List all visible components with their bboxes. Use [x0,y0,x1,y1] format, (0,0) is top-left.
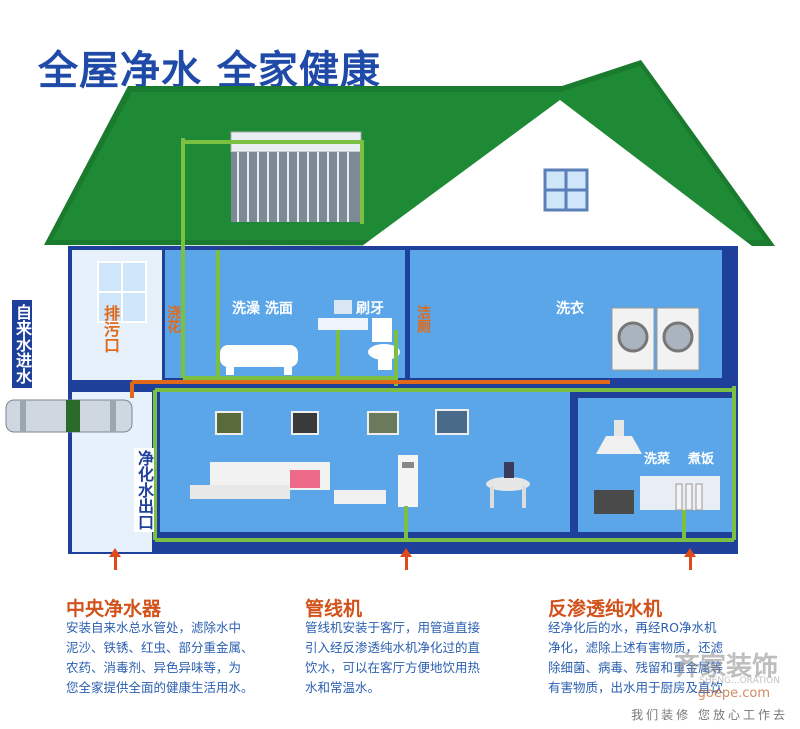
section-title-pipeline: 管线机 [305,598,363,620]
bath-face-label: 洗澡 洗面 [232,301,293,317]
section-line: 管线机安装于客厅，用管道直接 [305,620,481,635]
section-line: 农药、消毒剂、异色异味等，为 [66,660,242,675]
bathtub-icon [220,345,298,375]
section-line: 水和常温水。 [305,680,381,695]
section-line: 安装自来水总水管处，滤除水中 [66,620,242,635]
section-line: 经净化后的水，再经RO净水机 [548,620,717,635]
toilet-icon [368,318,400,370]
section-line: 净化，滤除上述有害物质，还滤 [548,640,724,655]
window-icon [543,168,589,212]
wall-picture [367,411,399,435]
laundry-label: 洗衣 [556,301,584,317]
section-body-ro: 经净化后的水，再经RO净水机 净化，滤除上述有害物质，还滤 除细菌、病毒、残留和… [548,618,723,698]
washing-machine-icon [611,307,700,371]
tap-water-in-label: 自来水进水 [12,300,32,388]
dining-table-icon [486,462,530,508]
stove [594,490,634,514]
wall-picture [291,411,319,435]
watermark-logo: 齐家装饰 [673,652,778,682]
pipe-green [153,138,736,542]
coffee-table [334,490,386,504]
section-title-ro: 反渗透纯水机 [548,598,663,620]
section-line: 除细菌、病毒、残留和重金属等 [548,660,724,675]
sofa-icon [190,462,330,499]
section-body-pipeline: 管线机安装于客厅，用管道直接 引入经反渗透纯水机净化过的直 饮水，可以在客厅方便… [305,618,480,698]
section-title-central-filter: 中央净水器 [66,598,162,620]
wall-picture [435,409,469,435]
toilet-label: 洁厕 [415,305,431,333]
central-filter-icon [5,399,133,433]
brush-label: 刷牙 [356,301,384,317]
section-line: 引入经反渗透纯水机净化过的直 [305,640,481,655]
section-line: 泥沙、铁锈、红虫、部分重金属、 [66,640,254,655]
sink-icon [318,300,368,330]
cook-label: 煮饭 [688,452,715,467]
utility-window [97,261,147,323]
wash-veg-label: 洗菜 [644,452,671,467]
purified-out-label: 净化水出口 [134,448,154,532]
water-dispenser-icon [398,455,418,507]
section-line: 您全家提供全面的健康生活用水。 [66,680,254,695]
section-line: 有害物质，出水用于厨房及直饮 [548,680,724,695]
section-body-central-filter: 安装自来水总水管处，滤除水中 泥沙、铁锈、红虫、部分重金属、 农药、消毒剂、异色… [66,618,254,698]
watermark-url: goepe.com [697,686,770,701]
shower-label: 浇花 [165,305,181,333]
solar-heater-icon [230,131,362,222]
ro-purifier-icon [675,483,703,511]
watermark-english: SHENG...ORATION [699,676,780,686]
pipe-orange [130,380,610,398]
watermark-slogan: 我们装修 您放心工作去 [631,708,788,722]
wall-picture [215,411,243,435]
section-line: 饮水，可以在客厅方便地饮用热 [305,660,481,675]
drain-label: 排污口 [101,305,120,353]
range-hood-icon [596,420,642,454]
